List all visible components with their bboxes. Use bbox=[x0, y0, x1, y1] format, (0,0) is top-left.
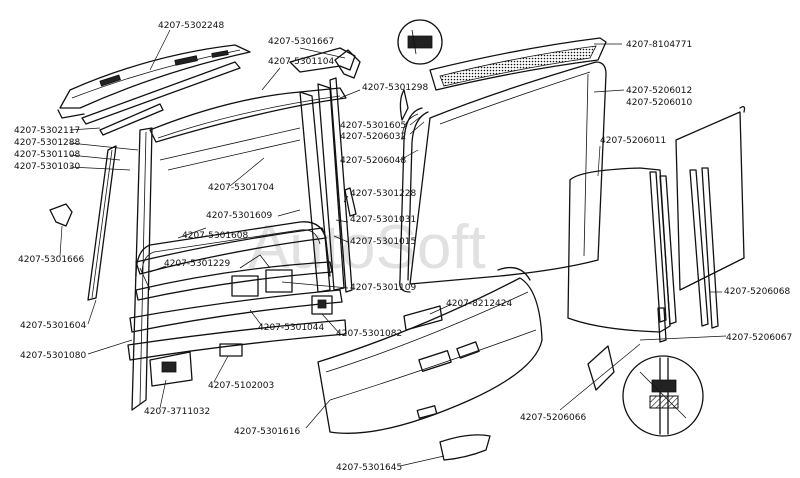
part-label: 4207-5301616 bbox=[234, 427, 301, 437]
part-label: 4207-5206068 bbox=[724, 287, 791, 297]
part-label: 4207-5206066 bbox=[520, 413, 587, 423]
part-label: 4207-5301030 bbox=[14, 162, 81, 172]
windshield-seal-part bbox=[135, 221, 331, 277]
part-label: 4207-5206011 bbox=[600, 136, 666, 146]
part-label: 4207-5301298 bbox=[362, 83, 429, 93]
part-label: 4207-5206032 bbox=[340, 132, 406, 142]
part-label: 4207-5301645 bbox=[336, 463, 402, 473]
part-label: 4207-5301080 bbox=[20, 351, 87, 361]
part-label: 4207-5301015 bbox=[350, 237, 416, 247]
part-label: 4207-5301109 bbox=[350, 283, 417, 293]
roof-hatch-part bbox=[429, 37, 607, 91]
part-label: 4207-5301605 bbox=[340, 121, 406, 131]
side-panel-large-part bbox=[409, 61, 607, 285]
part-label: 4207-5302117 bbox=[14, 126, 80, 136]
part-label: 4207-5206067 bbox=[726, 333, 792, 343]
window-posts-part bbox=[329, 77, 409, 293]
part-label: 4207-5206048 bbox=[340, 156, 407, 166]
part-label: 4207-5206012 bbox=[626, 86, 692, 96]
roof-panel-part bbox=[57, 44, 251, 119]
part-label: 4207-3711032 bbox=[144, 407, 210, 417]
seal-detail-callout bbox=[397, 19, 704, 437]
part-label: 4207-5301666 bbox=[18, 255, 85, 265]
roof-rails-part bbox=[81, 47, 361, 136]
side-panels-right-part bbox=[567, 106, 746, 343]
part-label: 4207-5301031 bbox=[350, 215, 416, 225]
part-label: 4207-5206010 bbox=[626, 98, 693, 108]
part-label: 4207-5301229 bbox=[164, 259, 231, 269]
part-label: 4207-5301044 bbox=[258, 323, 325, 333]
leader-lines bbox=[59, 29, 727, 467]
part-label: 4207-5301108 bbox=[14, 150, 81, 160]
part-label: 4207-5301104 bbox=[268, 57, 335, 67]
part-label: 4207-8212424 bbox=[446, 299, 513, 309]
part-label: 4207-5301288 bbox=[14, 138, 81, 148]
part-label: 4207-8104771 bbox=[626, 40, 692, 50]
part-label: 4207-5301609 bbox=[206, 211, 273, 221]
part-label: 4207-5301667 bbox=[268, 37, 334, 47]
front-lower-panel-part bbox=[317, 266, 543, 434]
front-frame-part bbox=[127, 83, 347, 411]
part-labels: 4207-5302248 4207-5301667 4207-5301104 4… bbox=[14, 21, 792, 473]
part-label: 4207-5301228 bbox=[350, 189, 417, 199]
small-parts bbox=[219, 305, 615, 461]
part-label: 4207-5301704 bbox=[208, 183, 275, 193]
part-label: 4207-5301608 bbox=[182, 231, 249, 241]
part-label: 4207-5102003 bbox=[208, 381, 274, 391]
side-window-seal-part bbox=[399, 107, 429, 293]
part-label: 4207-5301604 bbox=[20, 321, 87, 331]
part-label: 4207-5302248 bbox=[158, 21, 225, 31]
part-label: 4207-5301082 bbox=[336, 329, 402, 339]
